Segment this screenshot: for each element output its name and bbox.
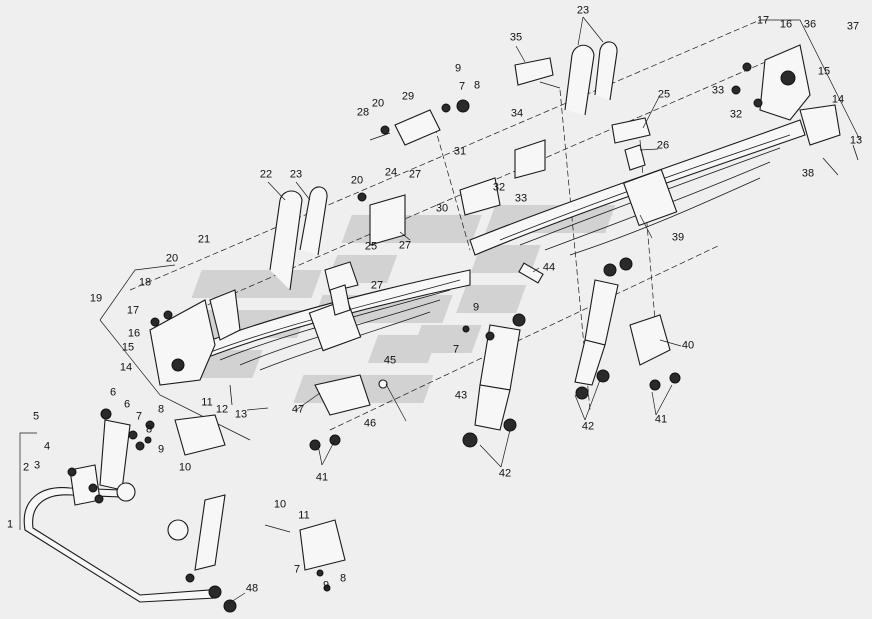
- callout-42: 42: [498, 467, 512, 480]
- callout-8: 8: [339, 572, 347, 585]
- callout-9: 9: [454, 62, 462, 75]
- callout-20: 20: [350, 174, 364, 187]
- callout-20: 20: [371, 97, 385, 110]
- callout-29: 29: [401, 90, 415, 103]
- callout-48: 48: [245, 582, 259, 595]
- u-bolt-left: [269, 186, 328, 291]
- right-leaf-spring: [469, 119, 806, 256]
- callout-6: 6: [123, 398, 131, 411]
- callout-9: 9: [157, 443, 165, 456]
- assembly-guide-lines: [19, 19, 861, 530]
- fasteners: [67, 62, 859, 592]
- callout-40: 40: [681, 339, 695, 352]
- callout-32: 32: [492, 181, 506, 194]
- callout-3: 3: [33, 459, 41, 472]
- callout-4: 4: [43, 440, 51, 453]
- callout-8: 8: [473, 79, 481, 92]
- callout-13: 13: [849, 134, 863, 147]
- callout-10: 10: [178, 461, 192, 474]
- callout-42: 42: [581, 420, 595, 433]
- callout-17: 17: [756, 14, 770, 27]
- callout-23: 23: [576, 4, 590, 17]
- left-leaf-spring: [159, 269, 471, 376]
- callout-20: 20: [165, 252, 179, 265]
- callout-17: 17: [126, 304, 140, 317]
- callout-23: 23: [289, 168, 303, 181]
- stabilizer-links: [69, 414, 346, 571]
- callout-35: 35: [509, 31, 523, 44]
- callout-9: 9: [322, 579, 330, 592]
- rear-spring-bracket: [759, 44, 841, 146]
- anti-roll-bar: [23, 487, 237, 613]
- u-bolt-right: [564, 41, 618, 116]
- callout-leaders: [227, 16, 682, 605]
- callout-37: 37: [846, 20, 860, 33]
- callout-14: 14: [831, 93, 845, 106]
- callout-8: 8: [157, 403, 165, 416]
- callout-26: 26: [656, 139, 670, 152]
- callout-16: 16: [779, 18, 793, 31]
- callout-41: 41: [315, 471, 329, 484]
- callout-33: 33: [711, 84, 725, 97]
- callout-7: 7: [458, 80, 466, 93]
- callout-25: 25: [657, 88, 671, 101]
- callout-47: 47: [291, 403, 305, 416]
- callout-33: 33: [514, 192, 528, 205]
- callout-15: 15: [817, 65, 831, 78]
- callout-43: 43: [454, 389, 468, 402]
- callout-14: 14: [119, 361, 133, 374]
- callout-39: 39: [671, 231, 685, 244]
- callout-27: 27: [398, 239, 412, 252]
- callout-27: 27: [408, 168, 422, 181]
- callout-19: 19: [89, 292, 103, 305]
- callout-6: 6: [109, 386, 117, 399]
- callout-7: 7: [452, 343, 460, 356]
- spring-pads: [314, 57, 671, 416]
- callout-13: 13: [234, 408, 248, 421]
- callout-34: 34: [510, 107, 524, 120]
- callout-11: 11: [298, 509, 310, 522]
- callout-38: 38: [801, 167, 815, 180]
- callout-32: 32: [729, 108, 743, 121]
- callout-11: 11: [201, 396, 213, 409]
- callout-5: 5: [32, 410, 40, 423]
- front-spring-bracket: [149, 289, 241, 386]
- callout-25: 25: [364, 240, 378, 253]
- callout-31: 31: [453, 145, 467, 158]
- callout-27: 27: [370, 279, 384, 292]
- shock-absorber-left: [462, 313, 526, 448]
- callout-45: 45: [383, 354, 397, 367]
- callout-7: 7: [293, 563, 301, 576]
- callout-18: 18: [138, 276, 152, 289]
- callout-24: 24: [384, 166, 398, 179]
- callout-15: 15: [121, 341, 135, 354]
- callout-10: 10: [273, 498, 287, 511]
- callout-2: 2: [22, 461, 30, 474]
- callout-12: 12: [215, 403, 229, 416]
- callout-21: 21: [197, 233, 211, 246]
- callout-46: 46: [363, 417, 377, 430]
- callout-44: 44: [542, 261, 556, 274]
- callout-7: 7: [135, 410, 143, 423]
- callout-16: 16: [127, 327, 141, 340]
- callout-22: 22: [259, 168, 273, 181]
- callout-28: 28: [356, 106, 370, 119]
- callout-30: 30: [435, 202, 449, 215]
- callout-9: 9: [472, 301, 480, 314]
- callout-41: 41: [654, 413, 668, 426]
- callout-8: 8: [145, 423, 153, 436]
- shock-absorber-right: [574, 257, 633, 400]
- callout-1: 1: [6, 518, 14, 531]
- callout-36: 36: [803, 18, 817, 31]
